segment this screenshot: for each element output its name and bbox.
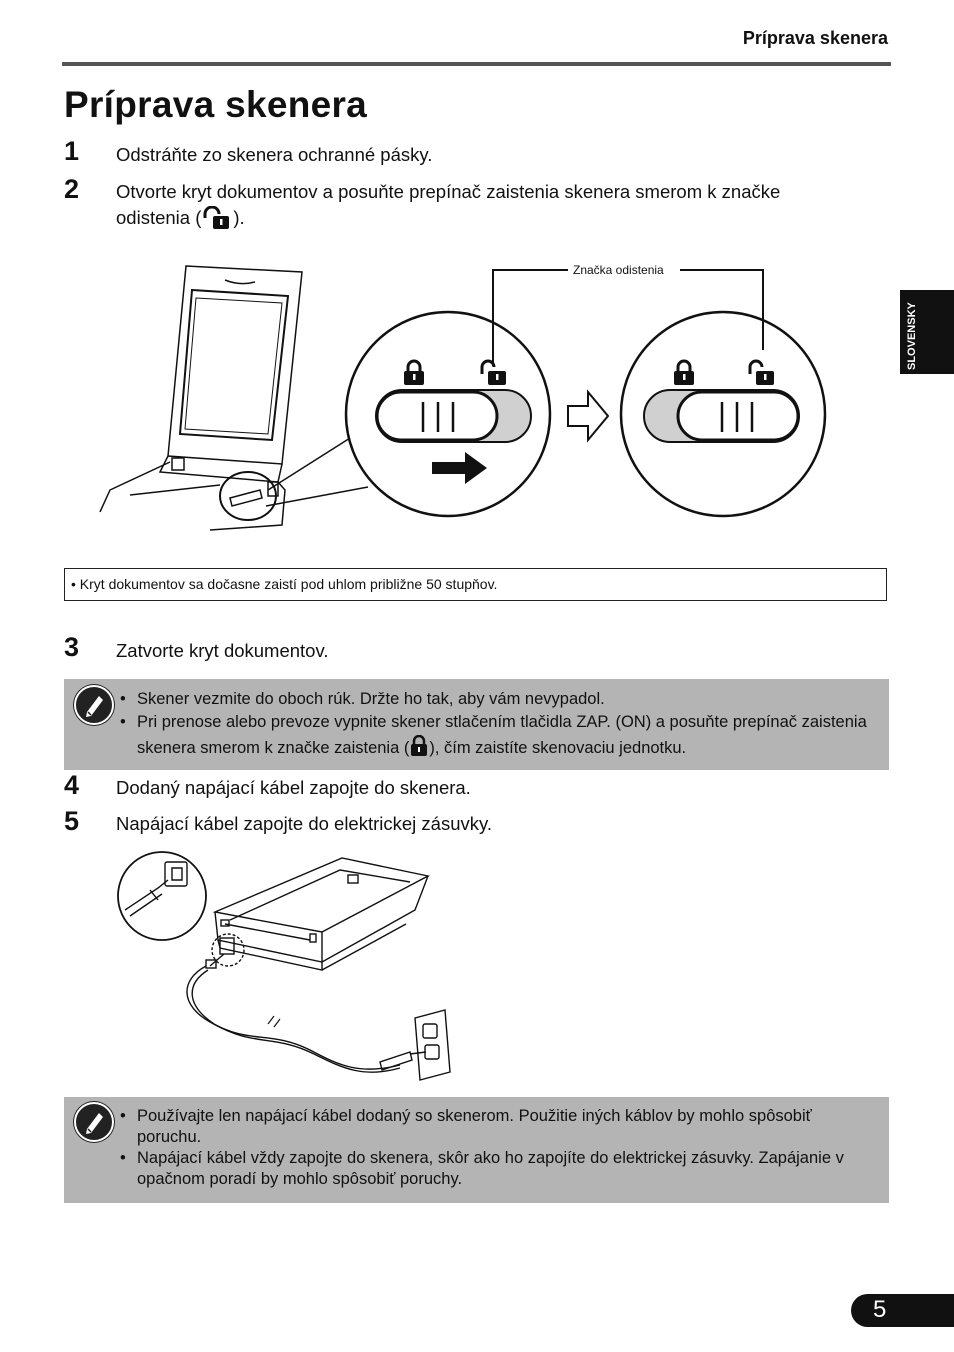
caution-item: Skener vezmite do oboch rúk. Držte ho ta… xyxy=(120,689,879,710)
step-text: Dodaný napájací kábel zapojte do skenera… xyxy=(116,777,471,798)
lock-switch-figure: Značka odistenia xyxy=(99,263,827,531)
callout-label: Značka odistenia xyxy=(573,263,664,277)
lock-closed-icon xyxy=(411,734,428,756)
lock-closed-icon xyxy=(674,359,694,385)
step-text: Odstráňte zo skenera ochranné pásky. xyxy=(116,144,433,165)
language-tab-label: SLOVENSKY xyxy=(906,302,918,370)
lock-open-icon xyxy=(203,205,230,229)
step-text: Zatvorte kryt dokumentov. xyxy=(116,640,329,661)
page-title: Príprava skenera xyxy=(64,84,368,125)
language-tab: SLOVENSKY xyxy=(900,290,954,374)
note-text: • Kryt dokumentov sa dočasne zaistí pod … xyxy=(71,576,498,592)
lock-switch-detail-before xyxy=(344,310,552,518)
step-number: 4 xyxy=(64,770,80,800)
caution-list: Používajte len napájací kábel dodaný so … xyxy=(120,1106,879,1190)
step-number: 3 xyxy=(64,632,80,662)
caution-box: Skener vezmite do oboch rúk. Držte ho ta… xyxy=(64,679,889,770)
lock-closed-icon xyxy=(404,359,424,385)
lock-open-icon xyxy=(748,359,774,385)
step-number: 5 xyxy=(64,806,80,836)
page-number: 5 xyxy=(873,1296,887,1323)
arrow-right-outline-icon xyxy=(567,389,610,443)
caution-item: Používajte len napájací kábel dodaný so … xyxy=(120,1106,879,1148)
caution-item: Napájací kábel vždy zapojte do skenera, … xyxy=(120,1148,879,1190)
header-rule xyxy=(62,62,891,66)
page-number-tab: 5 xyxy=(851,1294,954,1327)
caution-icon xyxy=(74,685,114,725)
step-text: Napájací kábel zapojte do elektrickej zá… xyxy=(116,813,493,834)
scanner-open-lid-drawing xyxy=(99,265,369,531)
caution-item: Pri prenose alebo prevoze vypnite skener… xyxy=(120,710,879,761)
lock-switch-detail-after xyxy=(619,310,827,518)
power-cable-figure xyxy=(117,851,451,1081)
caution-icon xyxy=(74,1102,114,1142)
step-number: 1 xyxy=(64,136,80,166)
caution-list: Skener vezmite do oboch rúk. Držte ho ta… xyxy=(120,689,879,761)
arrow-right-icon xyxy=(432,452,487,484)
note-box: • Kryt dokumentov sa dočasne zaistí pod … xyxy=(64,568,887,601)
step-text: Otvorte kryt dokumentov a posuňte prepín… xyxy=(116,179,886,231)
step-text-line: Otvorte kryt dokumentov a posuňte prepín… xyxy=(116,181,781,202)
step-text-line: odistenia (). xyxy=(116,205,245,229)
running-header: Príprava skenera xyxy=(742,28,888,48)
callout-lines xyxy=(492,269,764,366)
step-number: 2 xyxy=(64,174,80,204)
caution-box: Používajte len napájací kábel dodaný so … xyxy=(64,1097,889,1203)
